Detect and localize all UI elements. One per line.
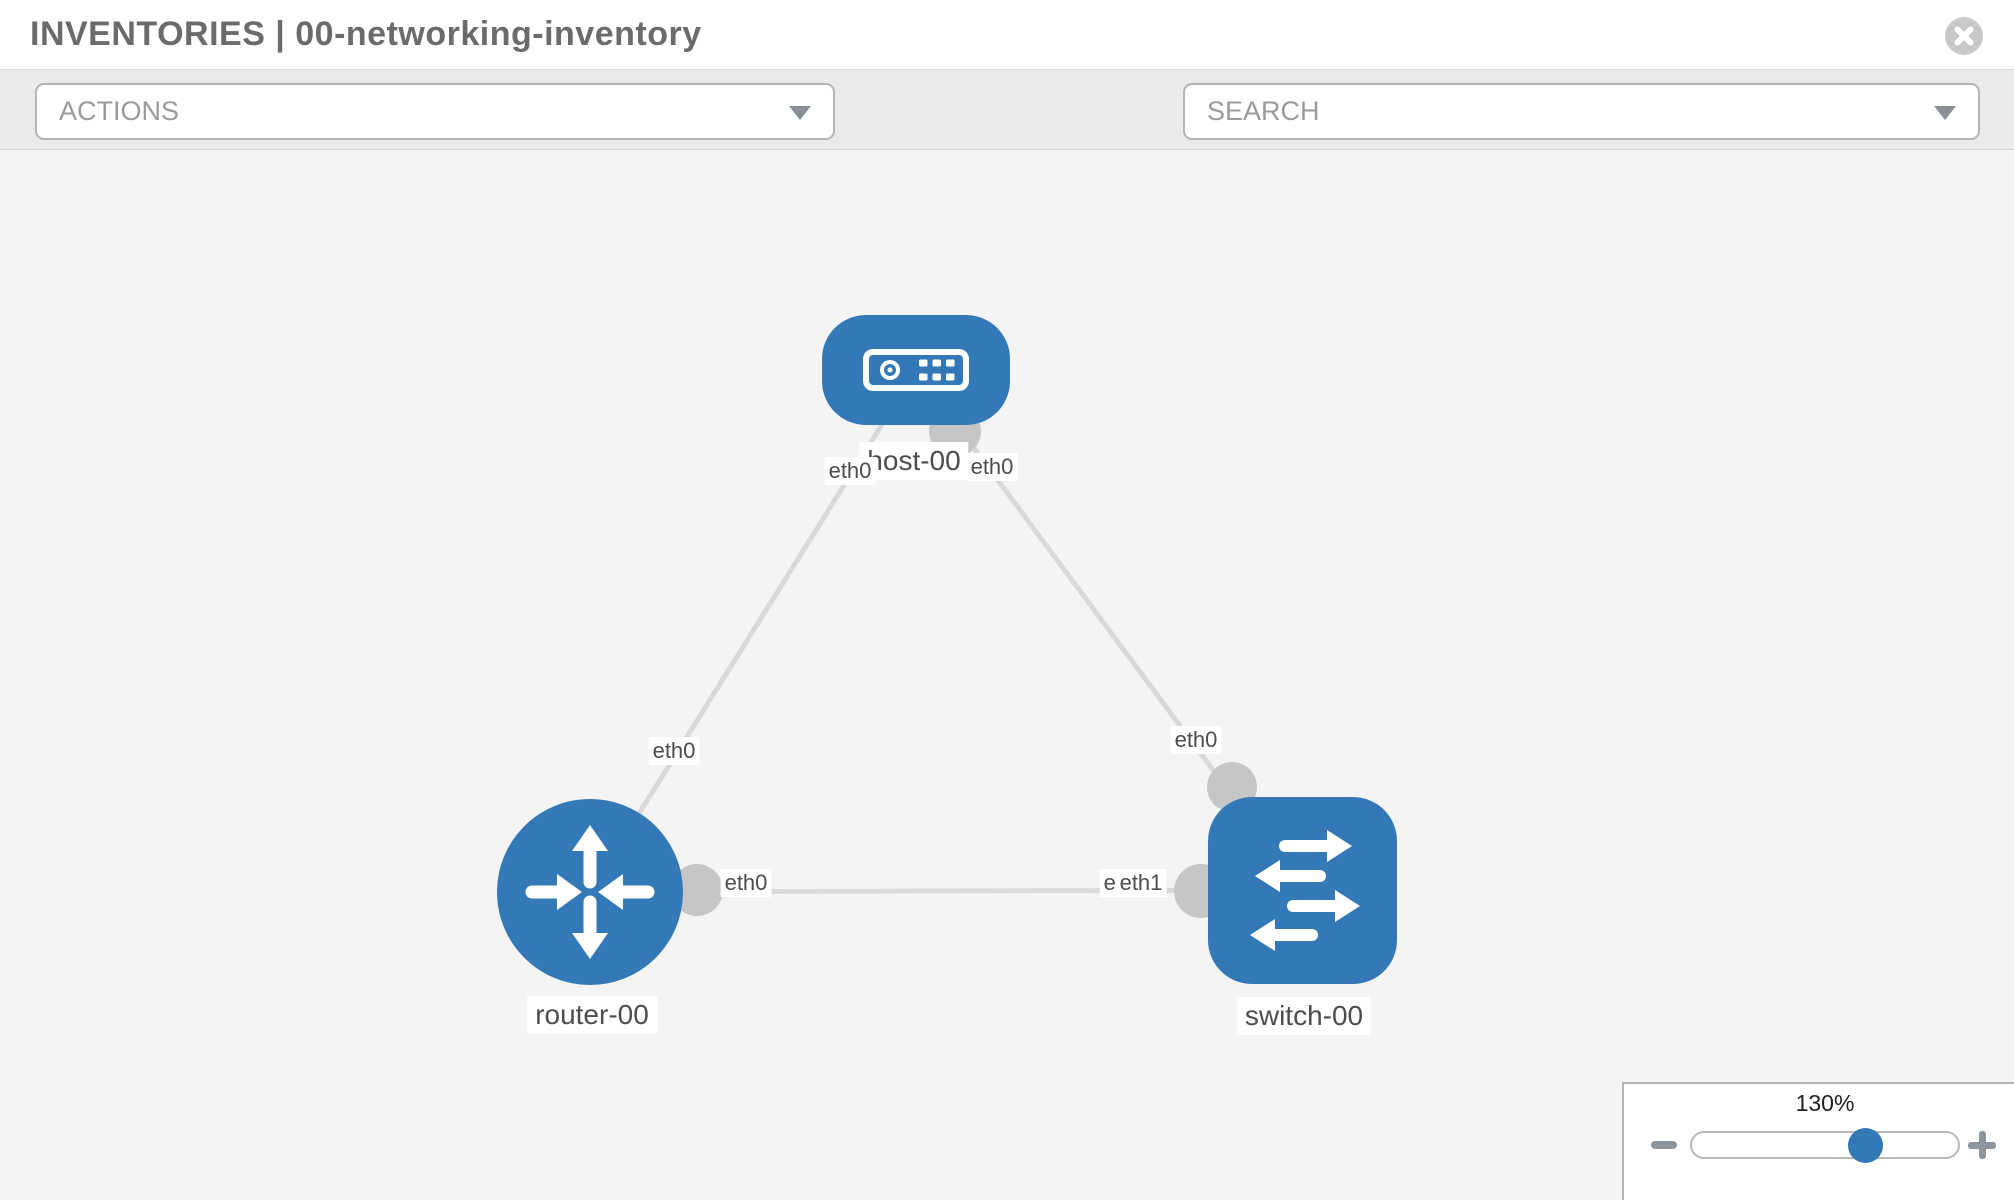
- plus-icon[interactable]: [1968, 1131, 1996, 1159]
- search-dropdown-label: SEARCH: [1207, 96, 1320, 126]
- iface-label-router-to-switch-switch-end: eth1: [1115, 869, 1167, 897]
- close-icon[interactable]: [1945, 17, 1983, 55]
- switch-arrows-icon: [1250, 830, 1360, 951]
- iface-label-host-to-router-host-end: eth0: [824, 457, 876, 485]
- zoom-control-panel: 130%: [1622, 1082, 2014, 1200]
- actions-dropdown[interactable]: ACTIONS: [35, 83, 835, 140]
- host-server-icon: [863, 349, 969, 391]
- node-switch[interactable]: [1208, 797, 1397, 984]
- caret-down-icon: [789, 106, 811, 120]
- node-host[interactable]: [822, 315, 1010, 425]
- zoom-slider-knob[interactable]: [1848, 1128, 1883, 1163]
- zoom-level: 130%: [1795, 1090, 1855, 1116]
- actions-dropdown-label: ACTIONS: [59, 96, 180, 126]
- zoom-slider-track[interactable]: [1690, 1131, 1960, 1159]
- iface-label-host-to-switch-switch-end: eth0: [1170, 726, 1222, 754]
- node-label-switch: switch-00: [1236, 997, 1372, 1035]
- toolbar: ACTIONS SEARC: [0, 70, 2014, 203]
- port-router-right: [671, 864, 723, 916]
- iface-label-host-to-switch-host-end: eth0: [966, 453, 1018, 481]
- iface-label-router-to-switch-router-end: eth0: [720, 869, 772, 897]
- header: INVENTORIES | 00-networking-inventory: [0, 0, 2014, 70]
- link-ports: [671, 405, 1257, 918]
- caret-down-icon: [1934, 106, 1956, 120]
- iface-label-host-to-router-router-end: eth0: [648, 737, 700, 765]
- topology-canvas[interactable]: host-00 router-00 switch-00 eth0 eth0 et…: [0, 150, 2014, 1200]
- search-dropdown[interactable]: SEARCH: [1183, 83, 1980, 140]
- router-arrows-icon: [525, 825, 655, 959]
- node-label-router: router-00: [527, 996, 657, 1034]
- minus-icon[interactable]: [1651, 1141, 1677, 1149]
- page-title: INVENTORIES | 00-networking-inventory: [30, 15, 702, 53]
- node-router[interactable]: [497, 799, 683, 985]
- node-label-host: host-00: [859, 442, 969, 480]
